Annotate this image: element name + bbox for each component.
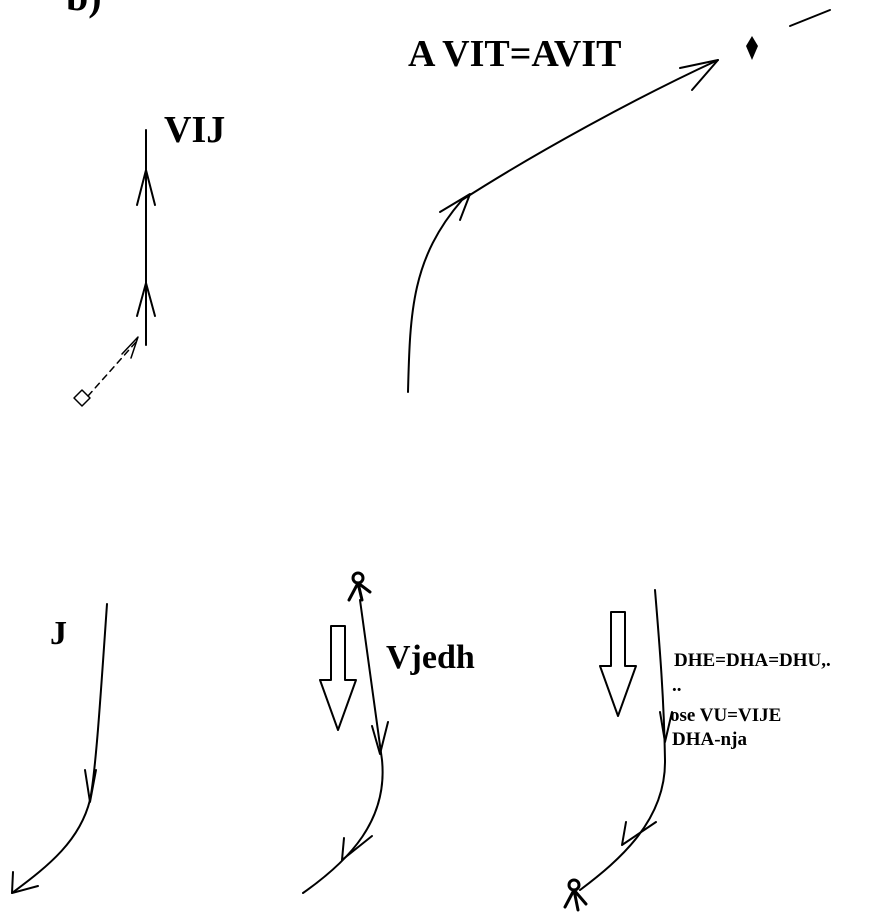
vjedh-label: Vjedh [386, 639, 475, 676]
avit-figure: A VIT=AVIT [407, 9, 831, 393]
avit-extension-line [789, 9, 831, 27]
vjedh-arrowhead-upper [371, 721, 389, 755]
vjedh-hollow-arrow [319, 625, 357, 731]
panel-label: b) [66, 0, 102, 19]
dhe-arrowhead-upper [659, 711, 673, 743]
avit-curve [407, 59, 719, 393]
vij-diamond-icon [73, 389, 91, 407]
dhe-figure: DHE=DHA=DHU,. .. ose VU=VIJE DHA-nja [563, 589, 831, 912]
dhe-label-line1: DHE=DHA=DHU,. [674, 650, 831, 671]
dhe-hollow-arrow [599, 611, 637, 717]
vij-arrowhead-upper [136, 169, 156, 206]
j-label: J [50, 615, 67, 652]
vjedh-pedestrian-icon [347, 571, 372, 602]
j-arrowhead-upper [84, 769, 97, 803]
avit-arrowhead-upper [679, 59, 719, 91]
dhe-arrowhead-lower [621, 821, 657, 846]
dhe-pedestrian-icon [563, 878, 588, 912]
dhe-label-line2: .. [672, 675, 682, 696]
j-figure: J [11, 603, 108, 894]
j-arrowhead-lower [11, 871, 39, 894]
avit-arrowhead-lower [439, 193, 471, 221]
vjedh-figure: Vjedh [302, 571, 475, 894]
vjedh-curve [302, 599, 384, 894]
avit-label: A VIT=AVIT [408, 33, 622, 75]
dhe-label-line3: ose VU=VIJE [670, 705, 781, 726]
vij-figure: VIJ [73, 109, 225, 407]
vij-arrowhead-small [121, 336, 139, 359]
vij-dashed-approach [87, 341, 137, 397]
avit-diamond-icon [746, 36, 758, 60]
vij-label: VIJ [164, 109, 225, 151]
vij-arrowhead-lower [136, 282, 156, 317]
dhe-label-line4: DHA-nja [672, 729, 747, 750]
vjedh-arrowhead-lower [341, 835, 373, 861]
dhe-curve [579, 589, 667, 891]
